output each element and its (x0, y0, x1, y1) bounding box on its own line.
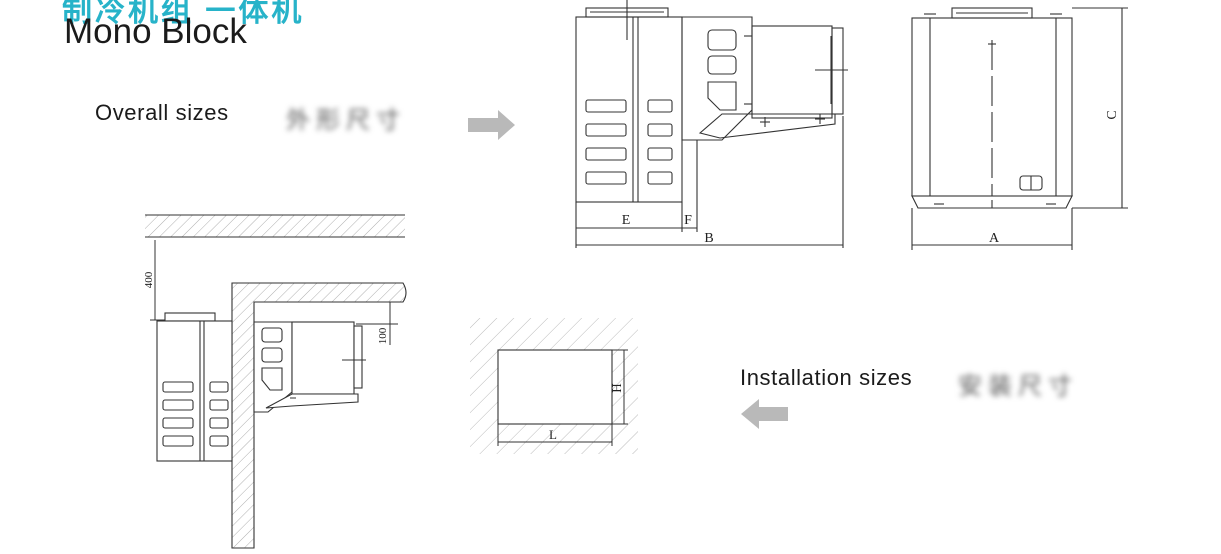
installation-sizes-blurred-label: 安装尺寸 (958, 373, 1078, 400)
vent-slots-right (647, 99, 673, 185)
dim-label-f: F (684, 213, 692, 228)
dim-label-400: 400 (143, 271, 155, 288)
dim-label-e: E (622, 213, 631, 228)
overall-sizes-blurred-label: 外形尺寸 (286, 107, 406, 134)
left-arrow-icon (741, 399, 788, 429)
page-title: Mono Block (64, 12, 247, 51)
installation-hole-drawing (470, 318, 638, 454)
dim-label-h: H (609, 383, 624, 392)
dim-label-c: C (1105, 110, 1120, 119)
installation-sizes-label: Installation sizes (740, 365, 913, 390)
dim-label-100: 100 (377, 327, 389, 344)
side-view-drawing (575, 0, 848, 248)
dim-label-a: A (989, 231, 1000, 246)
vent-slots-left (585, 99, 627, 185)
front-view-drawing (911, 7, 1128, 250)
installation-view-drawing (145, 214, 407, 549)
right-arrow-icon (468, 110, 515, 140)
overall-sizes-label: Overall sizes (95, 100, 229, 125)
dim-label-l: L (549, 427, 557, 442)
dim-label-b: B (704, 231, 713, 246)
series-title: 制冷机组 一体机 (62, 0, 305, 28)
